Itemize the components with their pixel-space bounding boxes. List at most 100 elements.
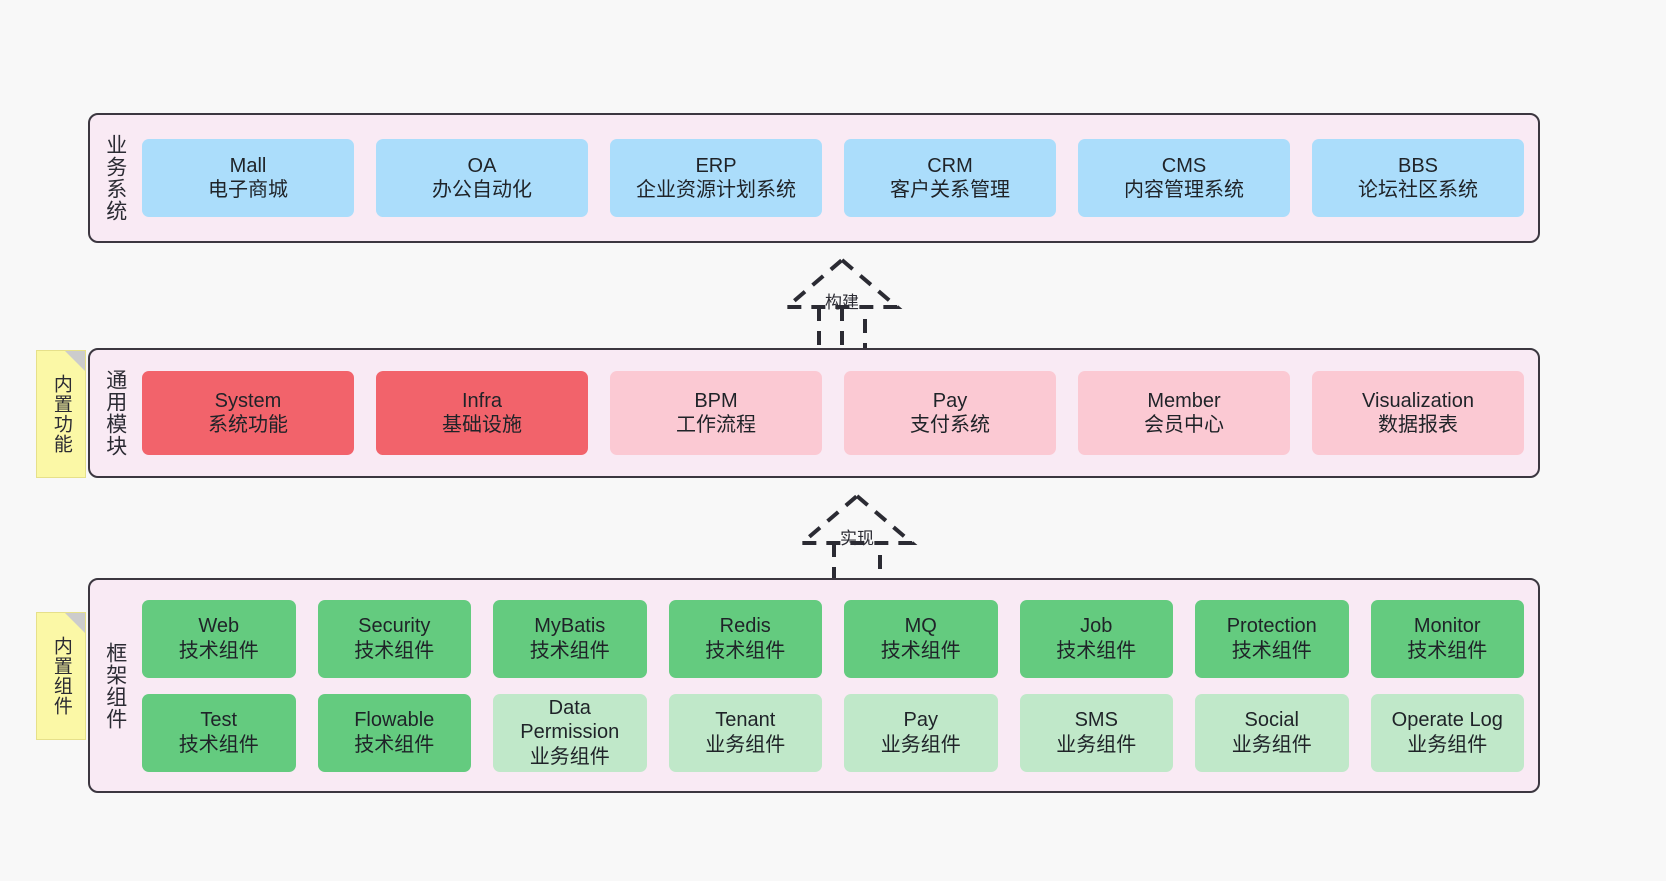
page-fold-icon — [65, 351, 85, 371]
card-subtitle: 业务组件 — [705, 733, 786, 756]
card-infra[interactable]: Infra 基础设施 — [376, 371, 588, 455]
card-title: Security — [358, 615, 431, 638]
card-mall[interactable]: Mall 电子商城 — [142, 139, 354, 217]
connector-label: 构建 — [825, 293, 859, 312]
card-subtitle: 业务组件 — [1231, 733, 1312, 756]
card-system[interactable]: System 系统功能 — [142, 371, 354, 455]
card-member[interactable]: Member 会员中心 — [1078, 371, 1290, 455]
card-subtitle: 客户关系管理 — [890, 179, 1010, 201]
card-title: Protection — [1226, 615, 1317, 638]
connector-build: 构建 — [757, 252, 927, 362]
card-subtitle: 技术组件 — [178, 733, 259, 756]
card-title: Social — [1244, 709, 1299, 732]
card-mybatis[interactable]: MyBatis 技术组件 — [493, 599, 647, 678]
card-subtitle: 数据报表 — [1378, 414, 1458, 436]
card-title: CMS — [1161, 154, 1207, 177]
layer-framework-components[interactable]: 框架组件 Web 技术组件 Security 技术组件 MyBatis 技术组件… — [88, 578, 1540, 793]
card-title: Mall — [229, 154, 267, 177]
card-subtitle: 论坛社区系统 — [1358, 179, 1478, 201]
card-monitor[interactable]: Monitor 技术组件 — [1370, 599, 1524, 678]
card-subtitle: 技术组件 — [705, 639, 786, 662]
card-subtitle: 技术组件 — [1056, 639, 1137, 662]
card-row-business-components: Test 技术组件 Flowable 技术组件 Data Permission … — [142, 693, 1524, 772]
card-title: Web — [198, 615, 240, 638]
card-subtitle: 支付系统 — [910, 414, 990, 436]
card-subtitle: 工作流程 — [676, 414, 756, 436]
layer-business-system[interactable]: 业务系统 Mall 电子商城 OA 办公自动化 ERP 企业资源计划系统 CRM — [88, 113, 1540, 243]
card-title: Pay — [932, 389, 968, 412]
card-title: Monitor — [1413, 615, 1481, 638]
card-tenant[interactable]: Tenant 业务组件 — [668, 693, 822, 772]
card-subtitle: 技术组件 — [1407, 639, 1488, 662]
card-title: Data Permission — [520, 696, 620, 744]
card-title: Infra — [461, 389, 503, 412]
card-pay-component[interactable]: Pay 业务组件 — [844, 693, 998, 772]
note-label: 内置功能 — [50, 374, 72, 454]
layer-title-framework-components: 框架组件 — [90, 580, 136, 791]
card-subtitle: 技术组件 — [354, 733, 435, 756]
card-title: SMS — [1074, 709, 1118, 732]
card-social[interactable]: Social 业务组件 — [1195, 693, 1349, 772]
card-title: BPM — [694, 389, 738, 412]
page-fold-icon — [65, 613, 85, 633]
layer-title-business-system: 业务系统 — [90, 115, 136, 241]
card-subtitle: 技术组件 — [1231, 639, 1312, 662]
card-bpm[interactable]: BPM 工作流程 — [610, 371, 822, 455]
layer-common-modules[interactable]: 通用模块 System 系统功能 Infra 基础设施 BPM 工作流程 Pay — [88, 348, 1540, 478]
card-title: OA — [467, 154, 497, 177]
layer-body-common-modules: System 系统功能 Infra 基础设施 BPM 工作流程 Pay 支付系统… — [136, 350, 1538, 476]
card-title: Test — [200, 709, 238, 732]
card-title: MyBatis — [534, 615, 606, 638]
card-security[interactable]: Security 技术组件 — [317, 599, 471, 678]
card-subtitle: 业务组件 — [1407, 733, 1488, 756]
note-built-in-components[interactable]: 内置组件 — [36, 612, 86, 740]
layer-title-common-modules: 通用模块 — [90, 350, 136, 476]
card-row-business: Mall 电子商城 OA 办公自动化 ERP 企业资源计划系统 CRM 客户关系… — [142, 139, 1524, 217]
card-pay-module[interactable]: Pay 支付系统 — [844, 371, 1056, 455]
card-title: Job — [1080, 615, 1113, 638]
layer-body-framework-components: Web 技术组件 Security 技术组件 MyBatis 技术组件 Redi… — [136, 580, 1538, 791]
card-title: BBS — [1397, 154, 1439, 177]
card-title: Redis — [719, 615, 771, 638]
card-title: Tenant — [715, 709, 776, 732]
card-subtitle: 业务组件 — [1056, 733, 1137, 756]
card-visualization[interactable]: Visualization 数据报表 — [1312, 371, 1524, 455]
card-subtitle: 会员中心 — [1144, 414, 1224, 436]
card-sms[interactable]: SMS 业务组件 — [1019, 693, 1173, 772]
card-row-tech-components: Web 技术组件 Security 技术组件 MyBatis 技术组件 Redi… — [142, 599, 1524, 678]
card-web[interactable]: Web 技术组件 — [142, 599, 296, 678]
layer-body-business-system: Mall 电子商城 OA 办公自动化 ERP 企业资源计划系统 CRM 客户关系… — [136, 115, 1538, 241]
card-subtitle: 业务组件 — [529, 745, 610, 768]
card-flowable[interactable]: Flowable 技术组件 — [317, 693, 471, 772]
card-data-permission[interactable]: Data Permission 业务组件 — [493, 693, 647, 772]
layer-title-text: 通用模块 — [103, 369, 127, 457]
card-cms[interactable]: CMS 内容管理系统 — [1078, 139, 1290, 217]
card-redis[interactable]: Redis 技术组件 — [668, 599, 822, 678]
card-erp[interactable]: ERP 企业资源计划系统 — [610, 139, 822, 217]
card-title: Pay — [903, 709, 938, 732]
card-title: Member — [1147, 389, 1221, 412]
card-oa[interactable]: OA 办公自动化 — [376, 139, 588, 217]
card-title: Flowable — [354, 709, 435, 732]
card-protection[interactable]: Protection 技术组件 — [1195, 599, 1349, 678]
card-subtitle: 基础设施 — [442, 414, 522, 436]
card-title: CRM — [927, 154, 973, 177]
card-subtitle: 电子商城 — [208, 179, 288, 201]
card-test[interactable]: Test 技术组件 — [142, 693, 296, 772]
card-crm[interactable]: CRM 客户关系管理 — [844, 139, 1056, 217]
card-title: ERP — [695, 154, 737, 177]
card-operate-log[interactable]: Operate Log 业务组件 — [1370, 693, 1524, 772]
layer-title-text: 业务系统 — [103, 134, 127, 222]
card-subtitle: 技术组件 — [880, 639, 961, 662]
card-subtitle: 内容管理系统 — [1124, 179, 1244, 201]
card-job[interactable]: Job 技术组件 — [1019, 599, 1173, 678]
card-title: Visualization — [1362, 389, 1474, 412]
card-bbs[interactable]: BBS 论坛社区系统 — [1312, 139, 1524, 217]
card-subtitle: 办公自动化 — [432, 179, 532, 201]
card-mq[interactable]: MQ 技术组件 — [844, 599, 998, 678]
note-built-in-functions[interactable]: 内置功能 — [36, 350, 86, 478]
note-label: 内置组件 — [50, 636, 72, 716]
card-subtitle: 技术组件 — [178, 639, 259, 662]
card-subtitle: 业务组件 — [880, 733, 961, 756]
